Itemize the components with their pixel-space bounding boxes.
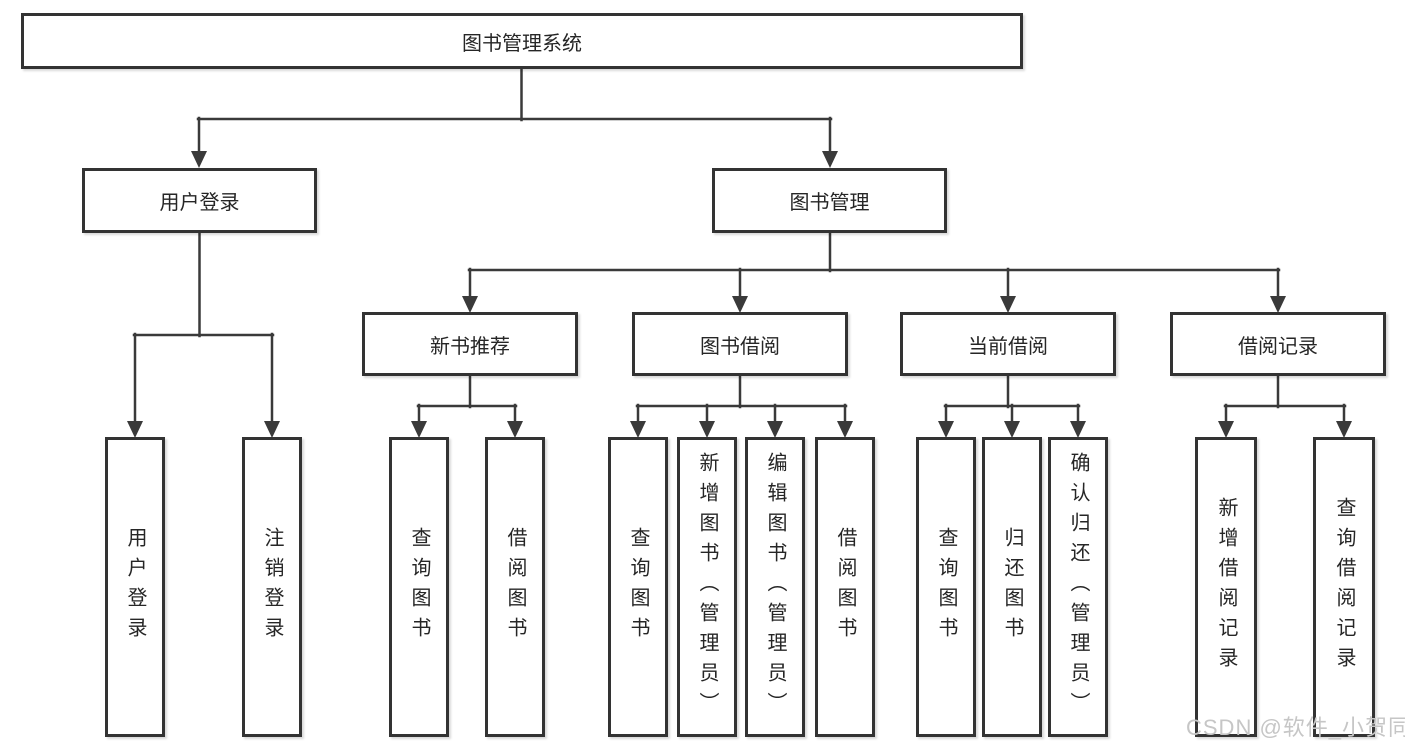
leaf-query-books-recommend: 查询图书 xyxy=(389,437,449,737)
node-new-book-recommend: 新书推荐 xyxy=(362,312,578,376)
leaf-user-login: 用户登录 xyxy=(105,437,165,737)
node-book-borrowing: 图书借阅 xyxy=(632,312,848,376)
csdn-watermark: CSDN @软件_小贺同学 xyxy=(1186,715,1405,740)
node-book-management: 图书管理 xyxy=(712,168,947,233)
leaf-add-book-admin: 新增图书（管理员） xyxy=(677,437,737,737)
leaf-logout: 注销登录 xyxy=(242,437,302,737)
leaf-confirm-return-admin: 确认归还（管理员） xyxy=(1048,437,1108,737)
leaf-borrow-books: 借阅图书 xyxy=(815,437,875,737)
leaf-borrow-books-recommend: 借阅图书 xyxy=(485,437,545,737)
leaf-return-books: 归还图书 xyxy=(982,437,1042,737)
node-current-borrowing: 当前借阅 xyxy=(900,312,1116,376)
leaf-query-borrow-record: 查询借阅记录 xyxy=(1313,437,1375,737)
leaf-query-books-borrowing: 查询图书 xyxy=(608,437,668,737)
node-borrowing-records: 借阅记录 xyxy=(1170,312,1386,376)
node-library-management-system: 图书管理系统 xyxy=(21,13,1023,69)
connector-segments xyxy=(132,66,1347,424)
leaf-query-books-current: 查询图书 xyxy=(916,437,976,737)
leaf-add-borrow-record: 新增借阅记录 xyxy=(1195,437,1257,737)
leaf-edit-book-admin: 编辑图书（管理员） xyxy=(745,437,805,737)
node-user-login: 用户登录 xyxy=(82,168,317,233)
